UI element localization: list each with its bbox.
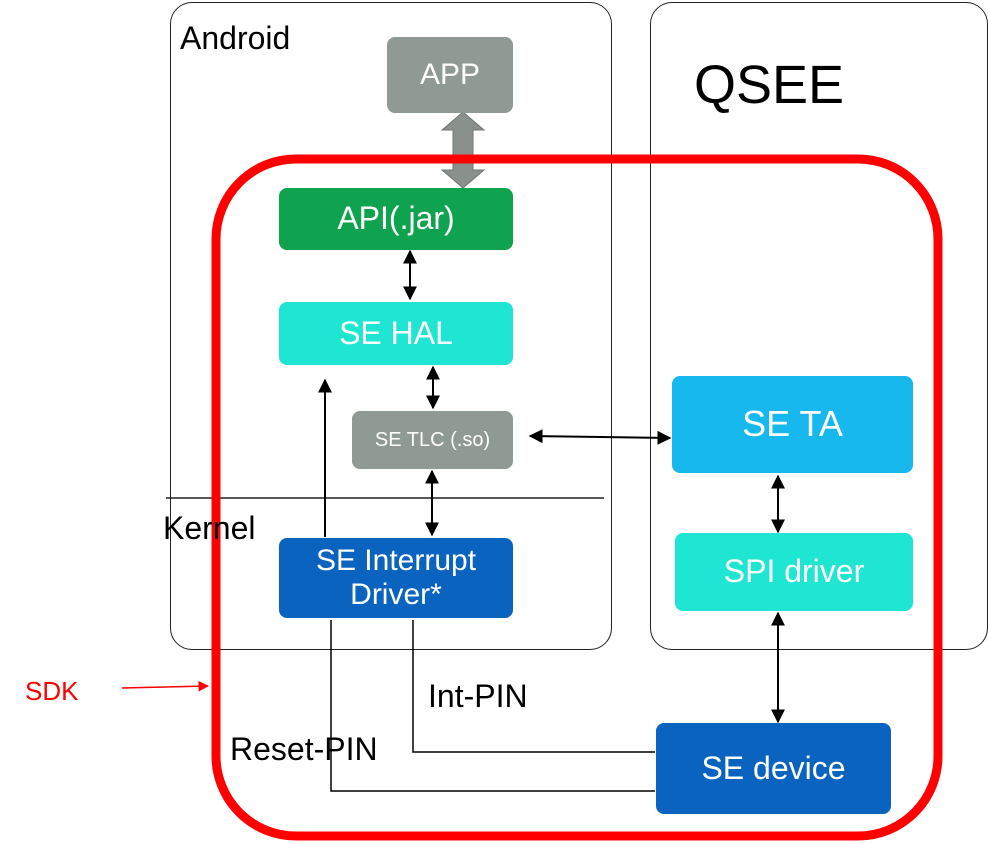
- int-pin-label: Int-PIN: [428, 678, 528, 714]
- app-label: APP: [419, 58, 481, 92]
- se-device-label: SE device: [701, 749, 846, 786]
- reset-pin-wire: [330, 620, 655, 792]
- se-tlc-label: SE TLC (.so): [374, 428, 491, 451]
- se-tlc-block: SE TLC (.so): [352, 411, 513, 469]
- app-block: APP: [387, 37, 513, 113]
- se-device-block: SE device: [656, 723, 891, 814]
- android-region: [170, 2, 612, 650]
- app-api-block-arrow: [440, 111, 486, 189]
- int-pin-wire: [412, 620, 655, 753]
- api-jar-label: API(.jar): [337, 200, 455, 237]
- se-hal-block: SE HAL: [279, 302, 513, 365]
- sdk-pointer-arrow: [121, 680, 210, 692]
- se-hal-label: SE HAL: [339, 314, 453, 351]
- kernel-label: Kernel: [163, 510, 256, 546]
- reset-pin-label: Reset-PIN: [230, 731, 378, 767]
- qsee-label: QSEE: [694, 55, 845, 115]
- sdk-boundary: [211, 154, 943, 841]
- android-label: Android: [180, 20, 291, 56]
- se-ta-block: SE TA: [672, 376, 913, 473]
- se-interrupt-label-line1: SE Interrupt: [315, 544, 477, 578]
- sdk-label: SDK: [25, 676, 79, 706]
- se-interrupt-label-line2: Driver*: [350, 578, 442, 611]
- tlc-ta-arrow: [528, 429, 672, 445]
- se-interrupt-driver-block: SE Interrupt Driver*: [279, 538, 513, 618]
- spi-driver-label: SPI driver: [723, 553, 865, 590]
- spi-driver-block: SPI driver: [675, 533, 913, 611]
- api-jar-block: API(.jar): [279, 188, 513, 250]
- se-ta-label: SE TA: [742, 403, 843, 445]
